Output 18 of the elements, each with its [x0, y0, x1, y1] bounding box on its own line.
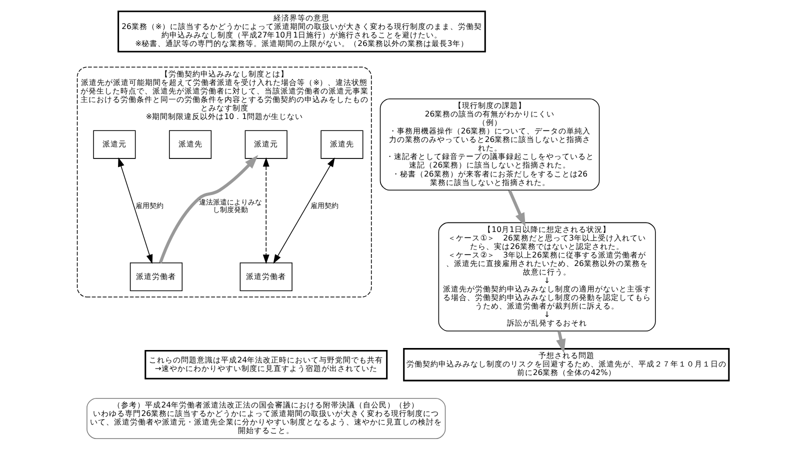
arrow — [262, 157, 270, 264]
node-box: 経済界等の意思 26業務（※）に該当するかどうかによって派遣期間の取扱いが大きく変わる現行制度のまま、労働契約申込みみなし制度（平成27年10月1日施行）が施行されることを避けたい。 ※秘書、通訳等の専門的な業務等。派遣期間の上限がない。（26業務以外の業務は最長3年） — [118, 10, 486, 52]
arrow — [273, 158, 335, 264]
node-box: （参考）平成24年労働者派遣法改正法の国会審議における附帯決議（自公民）（抄） いわゆる専門26業務に該当するかどうかによって派遣期間の取扱いが大きく変わる現行制度について、派遣労働者や派遣元・派遣先企業に分かりやすい制度となるよう、速やかに見直しの検討を開始すること。 — [86, 398, 446, 439]
arrow — [556, 330, 566, 354]
arrow — [158, 155, 258, 264]
arrow — [118, 157, 153, 264]
node-box: 派遣労働者 — [130, 262, 183, 292]
node-box: 派遣元 — [244, 130, 288, 159]
node-box: 派遣労働者 — [240, 262, 292, 292]
node-box: 派遣先 — [169, 130, 212, 159]
node-box: 派遣元 — [93, 130, 136, 159]
node-box: これらの問題意識は平成24年法改正時において与野党間でも共有 →速やかにわかりやすい制度に見直すよう宿題が出されていた — [144, 350, 388, 380]
arrow — [508, 190, 526, 227]
node-box: 【10月1日以降に想定される状況】 ＜ケース①＞ 26業務だと思って3年以上受け入れていたら、実は26業務ではないと認定された。 ＜ケース②＞ 3年以上26業務に従事する派遣労働者が、派遣先に直接雇用されたいため、26業務以外の業務を故意に行う。 ↓ 派遣先が労働契約申込みみなし制度の適用がないと主張する場合、労働契約申込みみなし制度の発動を認定してもらうため、派遣労働者が裁判所に訴える。 ↓ 訴訟が乱発するおそれ — [438, 222, 656, 332]
node-box: 派遣先 — [320, 130, 364, 159]
node-box: 【現行制度の課題】 26業務の該当の有無がわかりにくい （例） ・事務用機器操作（26業務）について、データの単純入力の業務のみやっていると26業務に該当しないと指摘された。 ・速記者として録音テープの議事録起こしをやっていると速記（26業務）に該当しないと指摘された。 ・秘書（26業務）が来客者にお茶だしをすることは26業務に該当しないと指摘された。 — [380, 98, 600, 191]
node-box: 予想される問題 労働契約申込みみなし制度のリスクを回避するため、派遣先が、平成２７年１０月１日の前に26業務（全体の42%） — [403, 348, 730, 382]
